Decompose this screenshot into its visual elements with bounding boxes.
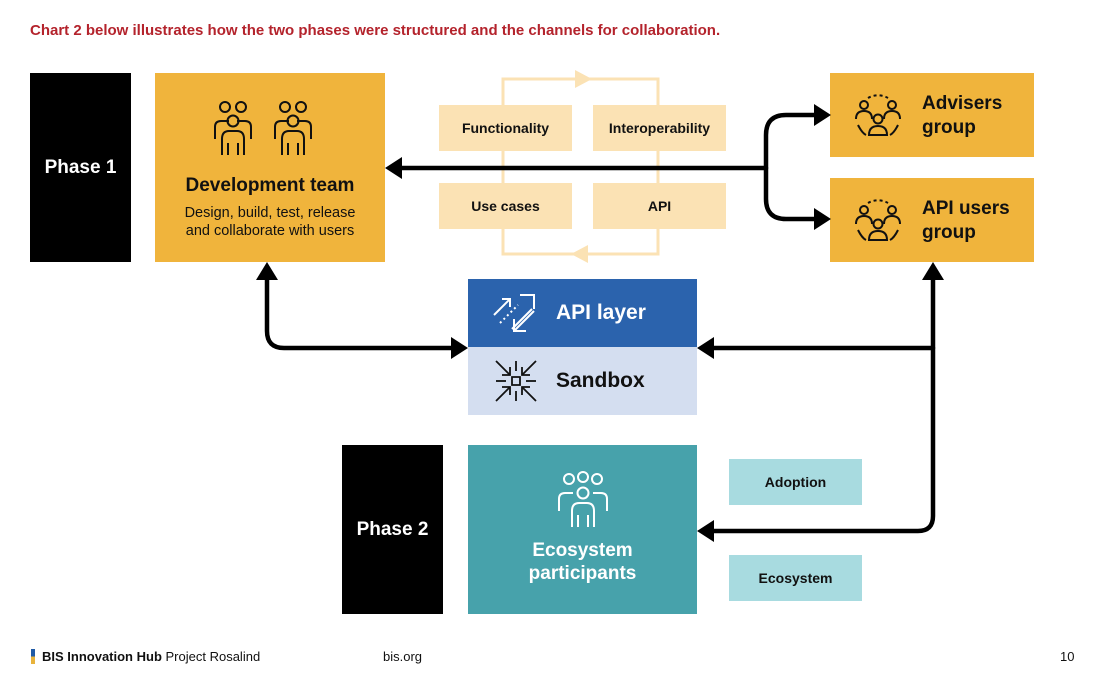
ecosystem-participants-box: Ecosystem participants bbox=[468, 445, 697, 614]
arrows-exchange-icon bbox=[493, 294, 535, 332]
adoption-tag: Adoption bbox=[729, 459, 862, 505]
development-team-box: Development team Design, build, test, re… bbox=[155, 73, 385, 262]
footer-brand: BIS Innovation Hub Project Rosalind bbox=[42, 649, 260, 664]
cycle-item-label: Use cases bbox=[471, 198, 540, 214]
footer-brand-name: BIS Innovation Hub bbox=[42, 649, 162, 664]
advisers-group-line1: Advisers bbox=[922, 93, 1003, 114]
footer-logo-bar bbox=[31, 649, 35, 664]
people-group-icon bbox=[558, 471, 608, 527]
api-users-group-label: API users group bbox=[922, 197, 1010, 245]
footer-page-number: 10 bbox=[1060, 649, 1075, 664]
development-team-subtitle-line1: Design, build, test, release bbox=[184, 205, 356, 221]
intro-text: Chart 2 below illustrates how the two ph… bbox=[30, 22, 721, 39]
cycle-item-label: API bbox=[647, 198, 672, 214]
ecosystem-tag-label: Ecosystem bbox=[758, 570, 833, 586]
sandbox-label: Sandbox bbox=[556, 369, 645, 392]
people-group-icon bbox=[214, 101, 312, 155]
phase-1-text: Phase 1 bbox=[44, 156, 117, 178]
advisers-group-label: Advisers group bbox=[922, 92, 1002, 140]
people-circle-icon bbox=[855, 94, 901, 136]
development-team-subtitle-line2: and collaborate with users bbox=[185, 223, 355, 239]
cycle-item-functionality: Functionality bbox=[439, 105, 572, 151]
development-team-subtitle: Design, build, test, release and collabo… bbox=[155, 204, 385, 240]
ecosystem-participants-line2: participants bbox=[528, 563, 637, 584]
footer-project-name: Project Rosalind bbox=[165, 649, 261, 664]
api-layer-box: API layer bbox=[468, 279, 697, 347]
api-users-group-line2: group bbox=[922, 222, 976, 243]
people-circle-icon bbox=[855, 199, 901, 241]
cycle-item-use-cases: Use cases bbox=[439, 183, 572, 229]
advisers-group-line2: group bbox=[922, 117, 976, 138]
development-team-title: Development team bbox=[185, 175, 355, 196]
footer-site-link[interactable]: bis.org bbox=[383, 649, 423, 664]
api-layer-label: API layer bbox=[556, 301, 646, 324]
cycle-item-label: Functionality bbox=[461, 120, 550, 136]
phase-2-label: Phase 2 bbox=[342, 445, 443, 614]
api-users-group-line1: API users bbox=[922, 198, 1010, 219]
arrows-converge-icon bbox=[495, 360, 537, 402]
ecosystem-participants-label: Ecosystem participants bbox=[468, 539, 697, 585]
cycle-item-label: Interoperability bbox=[608, 120, 711, 136]
dev-to-api-arrow bbox=[264, 275, 455, 351]
adoption-tag-label: Adoption bbox=[764, 474, 827, 490]
cycle-item-interoperability: Interoperability bbox=[593, 105, 726, 151]
groups-fork-connector bbox=[763, 112, 817, 222]
ecosystem-tag: Ecosystem bbox=[729, 555, 862, 601]
phase-2-text: Phase 2 bbox=[356, 518, 429, 540]
sandbox-box: Sandbox bbox=[468, 347, 697, 415]
api-users-to-ecosystem-arrow bbox=[709, 275, 936, 534]
advisers-group-box: Advisers group bbox=[830, 73, 1034, 157]
ecosystem-participants-line1: Ecosystem bbox=[532, 540, 633, 561]
api-users-group-box: API users group bbox=[830, 178, 1034, 262]
cycle-item-api: API bbox=[593, 183, 726, 229]
phase-1-label: Phase 1 bbox=[30, 73, 131, 262]
